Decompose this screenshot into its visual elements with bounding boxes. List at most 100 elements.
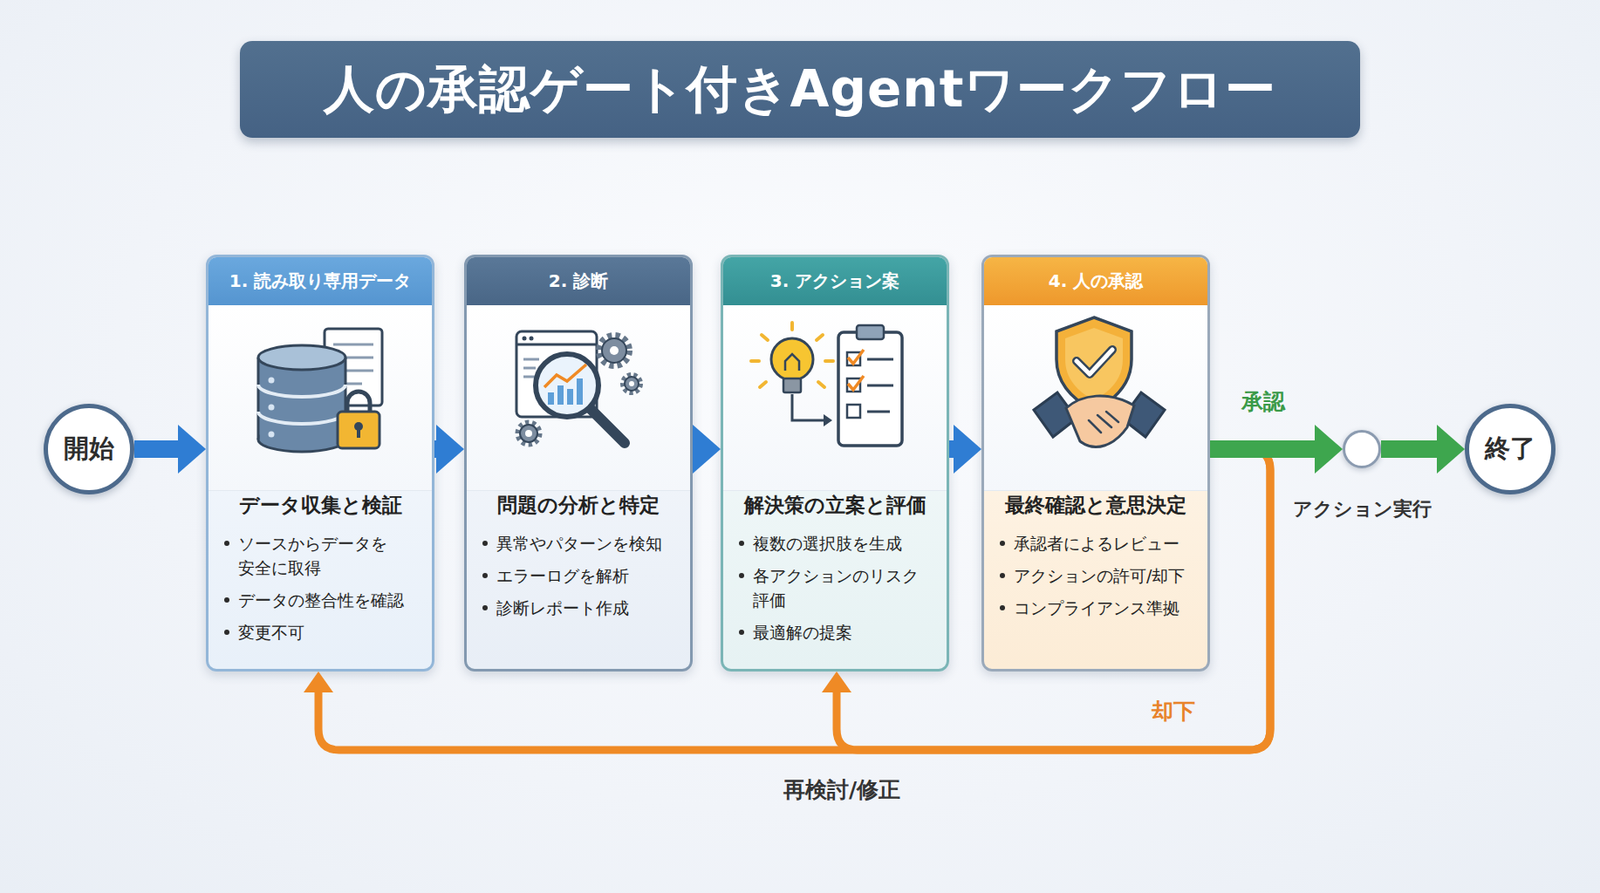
bullet-item: 診断レポート作成 [482, 595, 682, 621]
bullet-list: ソースからデータを 安全に取得データの整合性を確認変更不可 [208, 531, 432, 645]
bullet-dot [999, 605, 1006, 611]
bullet-text: データの整合性を確認 [238, 588, 418, 613]
flow-arrow [434, 440, 465, 459]
bullet-dot [738, 540, 745, 547]
bullet-text: 異常やパターンを検知 [496, 531, 676, 556]
bullet-item: 承認者によるレビュー [999, 531, 1199, 556]
edge-label: 承認 [1241, 387, 1286, 417]
checkmark [847, 349, 864, 390]
lock-body [337, 411, 380, 449]
bulb-arrow [792, 394, 824, 421]
shield-check [1076, 349, 1113, 375]
window-bar [516, 343, 597, 347]
bullet-text: 変更不可 [238, 620, 418, 645]
db-fill [259, 357, 345, 440]
chart-bar [557, 385, 564, 405]
lock-shackle [347, 391, 370, 414]
flow-arrow [134, 440, 206, 459]
shield-check [1076, 349, 1113, 375]
bullet-text: 診断レポート作成 [496, 595, 676, 621]
bullet-item: エラーログを解析 [482, 563, 682, 589]
lock-keyhole [356, 426, 361, 438]
magnifier-lens [535, 354, 599, 418]
junction-circle: アクション実行 [1342, 430, 1382, 469]
bulb-arrow-head [823, 414, 833, 427]
edge-label: 再検討/修正 [783, 775, 901, 805]
chart-bar [567, 389, 574, 405]
box-title: 最終確認と意思決定 [984, 491, 1208, 520]
db-light [268, 431, 275, 438]
window-lines [523, 359, 540, 377]
db-light [268, 404, 275, 411]
terminal-circle: 開始 [43, 403, 135, 495]
clipboard-clip [856, 325, 884, 340]
gear-hole [629, 381, 635, 387]
chart-bar [576, 378, 583, 405]
icon-area [984, 305, 1208, 492]
execute-arrow [1381, 440, 1465, 459]
approval-icon [1033, 317, 1165, 448]
db-top [258, 345, 346, 370]
lock-keyhole [354, 422, 363, 431]
bullet-text: エラーログを解析 [496, 563, 676, 589]
box-header: 3. アクション案 [723, 257, 947, 306]
clipboard [838, 332, 903, 446]
db-light [268, 377, 275, 384]
process-box: 3. アクション案解決策の立案と評価複数の選択肢を生成各アクションのリスク 評価… [720, 254, 950, 672]
gear [622, 375, 641, 393]
plan-icon [751, 322, 903, 446]
db-body [258, 357, 346, 440]
chart-bar [547, 392, 554, 405]
bullet-dot [482, 605, 488, 611]
chart-line [544, 364, 587, 388]
bullet-text: 最適解の提案 [752, 620, 932, 645]
process-box: 4. 人の承認最終確認と意思決定承認者によるレビューアクションの許可/却下コンプ… [981, 254, 1211, 672]
gear [518, 423, 540, 445]
sleeve [1121, 392, 1165, 438]
shield-inner [1065, 328, 1123, 401]
magnifier-handle [590, 409, 625, 444]
icon-area [723, 305, 947, 492]
terminal-label: 終了 [1484, 431, 1536, 467]
bullet-item: 各アクションのリスク 評価 [738, 563, 938, 613]
bulb-glass [771, 338, 814, 381]
window-dot [529, 336, 534, 342]
bullet-text: ソースからデータを 安全に取得 [238, 531, 418, 581]
flow-arrow [692, 440, 721, 459]
bullet-dot [999, 540, 1006, 547]
approve-arrow [1210, 440, 1343, 459]
window-dot [522, 336, 527, 342]
fingers [1088, 411, 1119, 433]
diagnosis-icon [516, 331, 641, 445]
bullet-list: 複数の選択肢を生成各アクションのリスク 評価最適解の提案 [723, 531, 947, 645]
bullet-item: アクションの許可/却下 [999, 563, 1199, 589]
bullet-dot [224, 597, 230, 603]
title-banner: 人の承認ゲート付きAgentワークフロー [239, 41, 1361, 138]
edge-label: 却下 [1151, 697, 1196, 726]
process-box: 1. 読み取り専用データデータ収集と検証ソースからデータを 安全に取得データの整… [205, 254, 435, 672]
db-bottom [258, 427, 346, 452]
terminal-circle: 終了 [1464, 403, 1556, 495]
bullet-dot [999, 573, 1006, 579]
connectors [134, 449, 1465, 751]
bullet-list: 異常やパターンを検知エラーログを解析診断レポート作成 [466, 531, 691, 621]
bulb-base [783, 378, 801, 393]
box-title: データ収集と検証 [208, 491, 432, 520]
bullet-dot [224, 540, 230, 547]
process-box: 2. 診断問題の分析と特定異常やパターンを検知エラーログを解析診断レポート作成 [464, 254, 693, 672]
chart-window [516, 331, 597, 418]
gear [601, 338, 627, 363]
terminal-label: 開始 [63, 431, 115, 467]
gear [599, 335, 630, 366]
bulb-rays [751, 322, 834, 388]
bulb-filament [785, 354, 800, 371]
box-header: 1. 読み取り専用データ [208, 257, 432, 306]
bullet-item: 最適解の提案 [738, 620, 938, 645]
gear-hole [609, 346, 619, 356]
bullet-dot [482, 573, 488, 579]
db-sides [258, 357, 346, 440]
bullet-text: コンプライアンス準拠 [1013, 595, 1193, 621]
database-icon [258, 328, 383, 452]
hands [1066, 396, 1135, 448]
